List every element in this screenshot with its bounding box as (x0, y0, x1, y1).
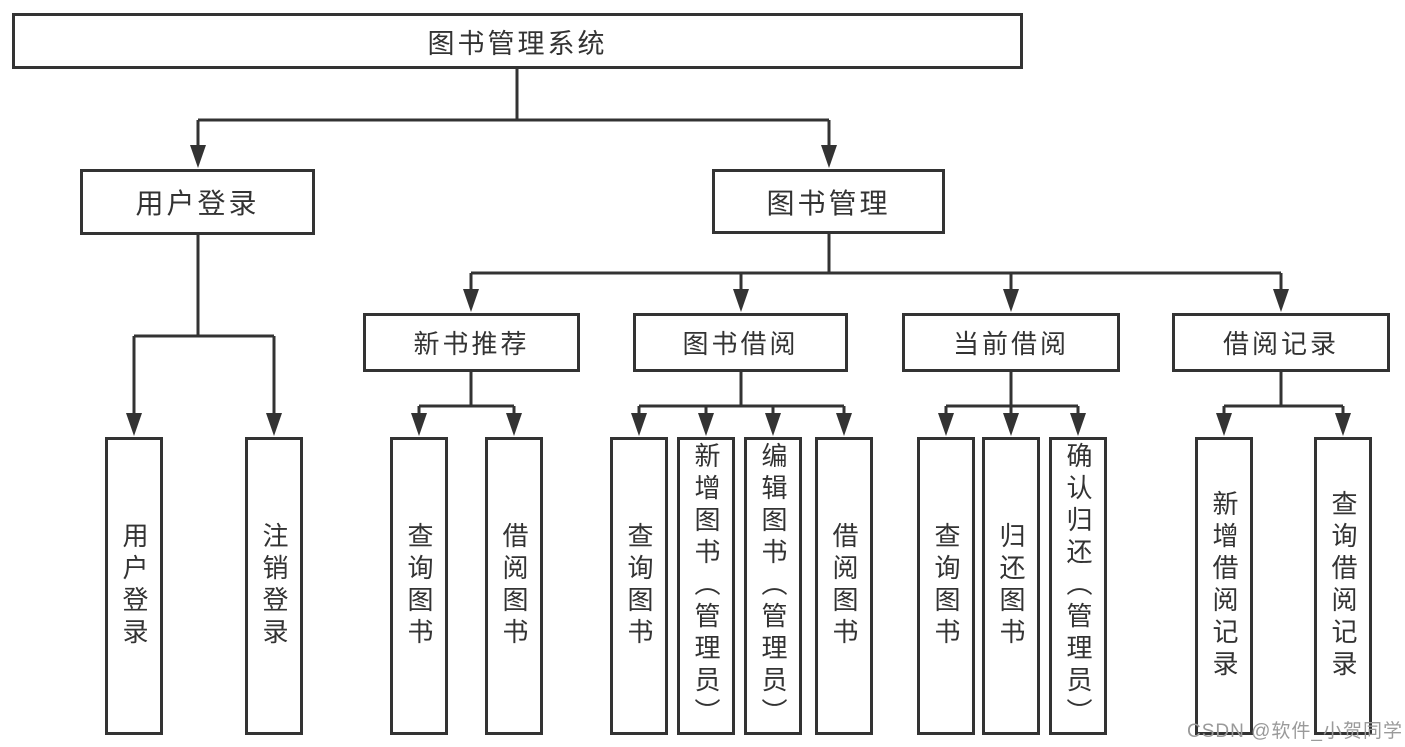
connector-line (637, 372, 846, 418)
connector-line (469, 234, 1283, 296)
node-new-book-recommend: 新书推荐 (363, 313, 580, 372)
node-add-borrow-record: 新增借阅记录 (1195, 437, 1253, 735)
node-label: 编辑图书（管理员） (758, 442, 788, 730)
node-label: 确认归还（管理员） (1063, 442, 1093, 730)
node-label: 借阅图书 (499, 522, 529, 650)
connector-newbook-to-children (411, 372, 522, 436)
node-label: 查询借阅记录 (1328, 490, 1358, 682)
node-label: 用户登录 (119, 522, 149, 650)
node-borrow-book: 借阅图书 (815, 437, 873, 735)
node-borrowing-records: 借阅记录 (1172, 313, 1390, 372)
node-query-book-current: 查询图书 (917, 437, 975, 735)
node-user-login-group: 用户登录 (80, 169, 315, 235)
arrow-down-icon (463, 289, 479, 312)
node-query-borrow-record: 查询借阅记录 (1314, 437, 1372, 735)
arrow-down-icon (821, 145, 837, 168)
node-label: 借阅图书 (829, 522, 859, 650)
arrow-down-icon (1070, 413, 1086, 436)
node-add-book-admin: 新增图书（管理员） (677, 437, 735, 735)
node-query-book-recommend: 查询图书 (390, 437, 448, 735)
arrow-down-icon (698, 413, 714, 436)
node-return-book: 归还图书 (982, 437, 1040, 735)
node-borrow-book-recommend: 借阅图书 (485, 437, 543, 735)
node-library-system: 图书管理系统 (12, 13, 1023, 69)
node-edit-book-admin: 编辑图书（管理员） (744, 437, 802, 735)
arrow-down-icon (506, 413, 522, 436)
arrow-down-icon (190, 145, 206, 168)
connector-login-to-children (126, 235, 282, 436)
connector-records-to-children (1216, 372, 1351, 436)
arrow-down-icon (126, 413, 142, 436)
node-label: 注销登录 (259, 522, 289, 650)
node-label: 新增借阅记录 (1209, 490, 1239, 682)
node-label: 查询图书 (931, 522, 961, 650)
node-label: 查询图书 (624, 522, 654, 650)
node-user-login: 用户登录 (105, 437, 163, 735)
connector-mgmt-to-level3 (463, 234, 1289, 312)
arrow-down-icon (1216, 413, 1232, 436)
connector-line (1222, 372, 1345, 418)
connector-borrow-to-children (631, 372, 852, 436)
arrow-down-icon (1003, 413, 1019, 436)
arrow-down-icon (1003, 289, 1019, 312)
csdn-watermark: CSDN @软件_小贺同学 (1187, 721, 1403, 742)
arrow-down-icon (631, 413, 647, 436)
arrow-down-icon (836, 413, 852, 436)
connector-line (196, 69, 831, 150)
arrow-down-icon (1273, 289, 1289, 312)
node-label: 查询图书 (404, 522, 434, 650)
node-query-book-borrowing: 查询图书 (610, 437, 668, 735)
arrow-down-icon (765, 413, 781, 436)
connector-line (132, 235, 276, 418)
connector-line (944, 372, 1080, 418)
node-confirm-return-admin: 确认归还（管理员） (1049, 437, 1107, 735)
arrow-down-icon (1335, 413, 1351, 436)
connector-line (417, 372, 516, 418)
node-book-borrowing: 图书借阅 (633, 313, 848, 372)
connector-root-to-level2 (190, 69, 837, 168)
node-label: 归还图书 (996, 522, 1026, 650)
node-current-borrowing: 当前借阅 (902, 313, 1120, 372)
arrow-down-icon (938, 413, 954, 436)
node-label: 新增图书（管理员） (691, 442, 721, 730)
node-logout: 注销登录 (245, 437, 303, 735)
arrow-down-icon (266, 413, 282, 436)
connector-current-to-children (938, 372, 1086, 436)
arrow-down-icon (411, 413, 427, 436)
arrow-down-icon (733, 289, 749, 312)
node-book-management: 图书管理 (712, 169, 945, 234)
